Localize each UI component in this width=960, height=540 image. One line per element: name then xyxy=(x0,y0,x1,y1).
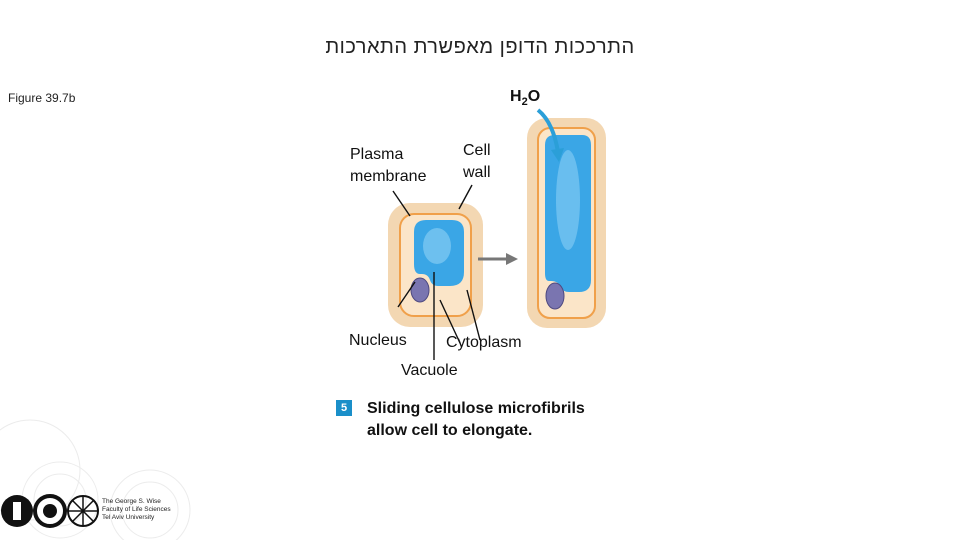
slide-title: התרככות הדופן מאפשרת התארכות xyxy=(325,36,635,58)
leader-cell-wall xyxy=(458,184,473,210)
faculty-logo-text: The George S. Wise Faculty of Life Scien… xyxy=(102,498,171,521)
leader-cytoplasm-b xyxy=(466,289,481,341)
leader-lines xyxy=(392,184,481,360)
small-cell-vacuole-highlight xyxy=(423,228,451,264)
plasma-membrane-label: Plasma membrane xyxy=(350,146,427,185)
leader-cytoplasm-a xyxy=(439,299,461,344)
large-cell-vacuole-highlight xyxy=(556,150,580,250)
cell-wall-label: Cell wall xyxy=(463,142,491,181)
university-logos xyxy=(1,494,99,528)
step-badge: 5 xyxy=(336,400,352,416)
water-arrow xyxy=(536,108,564,162)
growth-arrow xyxy=(478,253,518,265)
step-caption: Sliding cellulose microfibrils allow cel… xyxy=(367,400,585,439)
large-cell xyxy=(527,118,606,328)
nucleus-label: Nucleus xyxy=(349,332,407,349)
leader-nucleus xyxy=(397,281,416,308)
water-label: H2O xyxy=(510,88,541,109)
small-cell-nucleus xyxy=(410,277,430,303)
small-cell xyxy=(388,203,483,327)
leader-plasma-membrane xyxy=(392,190,411,217)
large-cell-nucleus xyxy=(545,282,565,310)
cytoplasm-label: Cytoplasm xyxy=(446,334,522,351)
figure-label: Figure 39.7b xyxy=(8,91,76,105)
vacuole-label: Vacuole xyxy=(401,362,458,379)
